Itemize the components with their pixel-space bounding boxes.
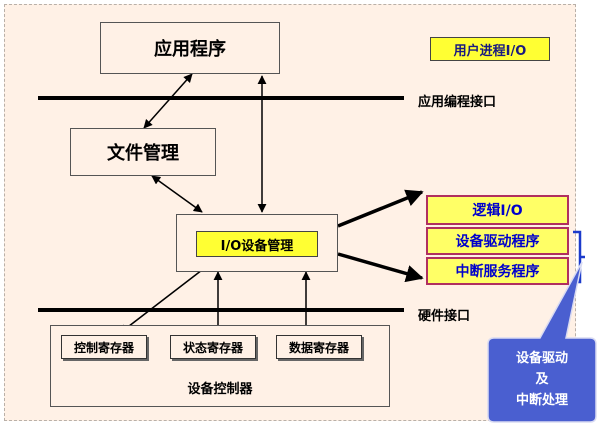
callout-line-1: 设备驱动 <box>515 351 568 366</box>
arrow-io-to-interrupt <box>337 252 424 283</box>
arrow-file-io <box>151 175 203 213</box>
io-device-management-box: I/O设备管理 <box>196 231 318 257</box>
file-management-box: 文件管理 <box>70 128 216 176</box>
callout-text: 设备驱动 及 中断处理 <box>490 348 594 411</box>
device-driver-box: 设备驱动程序 <box>426 227 569 255</box>
user-process-io-label: 用户进程I/O <box>430 37 550 61</box>
callout-line-2: 及 <box>535 372 549 387</box>
callout-line-3: 中断处理 <box>515 393 568 408</box>
interrupt-service-box: 中断服务程序 <box>426 257 569 285</box>
arrow-io-to-logical <box>337 189 424 228</box>
arrow-io-control <box>119 269 203 334</box>
hardware-interface-label: 硬件接口 <box>418 309 471 324</box>
data-register: 数据寄存器 <box>276 335 362 359</box>
api-interface-label: 应用编程接口 <box>418 95 497 110</box>
application-program-box: 应用程序 <box>100 22 280 74</box>
device-controller-title: 设备控制器 <box>187 382 253 397</box>
status-register: 状态寄存器 <box>170 335 256 359</box>
callout-bubble <box>487 261 597 423</box>
logical-io-box: 逻辑I/O <box>426 195 569 225</box>
arrow-app-file <box>143 73 193 129</box>
control-register: 控制寄存器 <box>61 335 147 359</box>
